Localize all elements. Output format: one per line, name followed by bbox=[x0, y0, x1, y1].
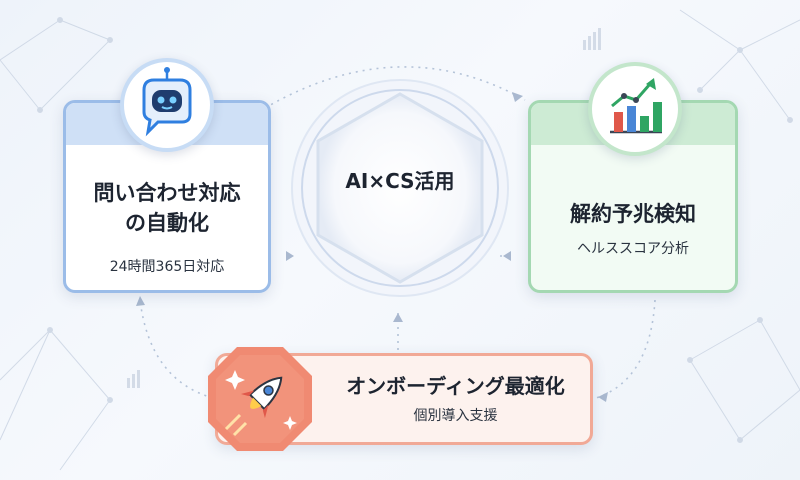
card-churn-detection bbox=[528, 100, 738, 293]
card-onboarding-title: オンボーディング最適化 bbox=[346, 374, 565, 398]
robot-chat-icon bbox=[120, 58, 214, 152]
card-churn-subtitle: ヘルススコア分析 bbox=[577, 241, 689, 257]
rocket-icon bbox=[208, 347, 312, 451]
card-inquiry-title-line1: 問い合わせ対応 bbox=[93, 181, 241, 205]
card-inquiry-title-line2: の自動化 bbox=[125, 211, 209, 235]
center-title: AI×CS活用 bbox=[345, 169, 455, 193]
card-inquiry-subtitle: 24時間365日対応 bbox=[109, 259, 225, 275]
card-inquiry-title: 問い合わせ対応 の自動化 bbox=[68, 178, 266, 238]
growth-chart-icon bbox=[588, 62, 682, 156]
card-churn-title: 解約予兆検知 bbox=[570, 202, 696, 226]
card-onboarding-subtitle: 個別導入支援 bbox=[413, 408, 498, 424]
